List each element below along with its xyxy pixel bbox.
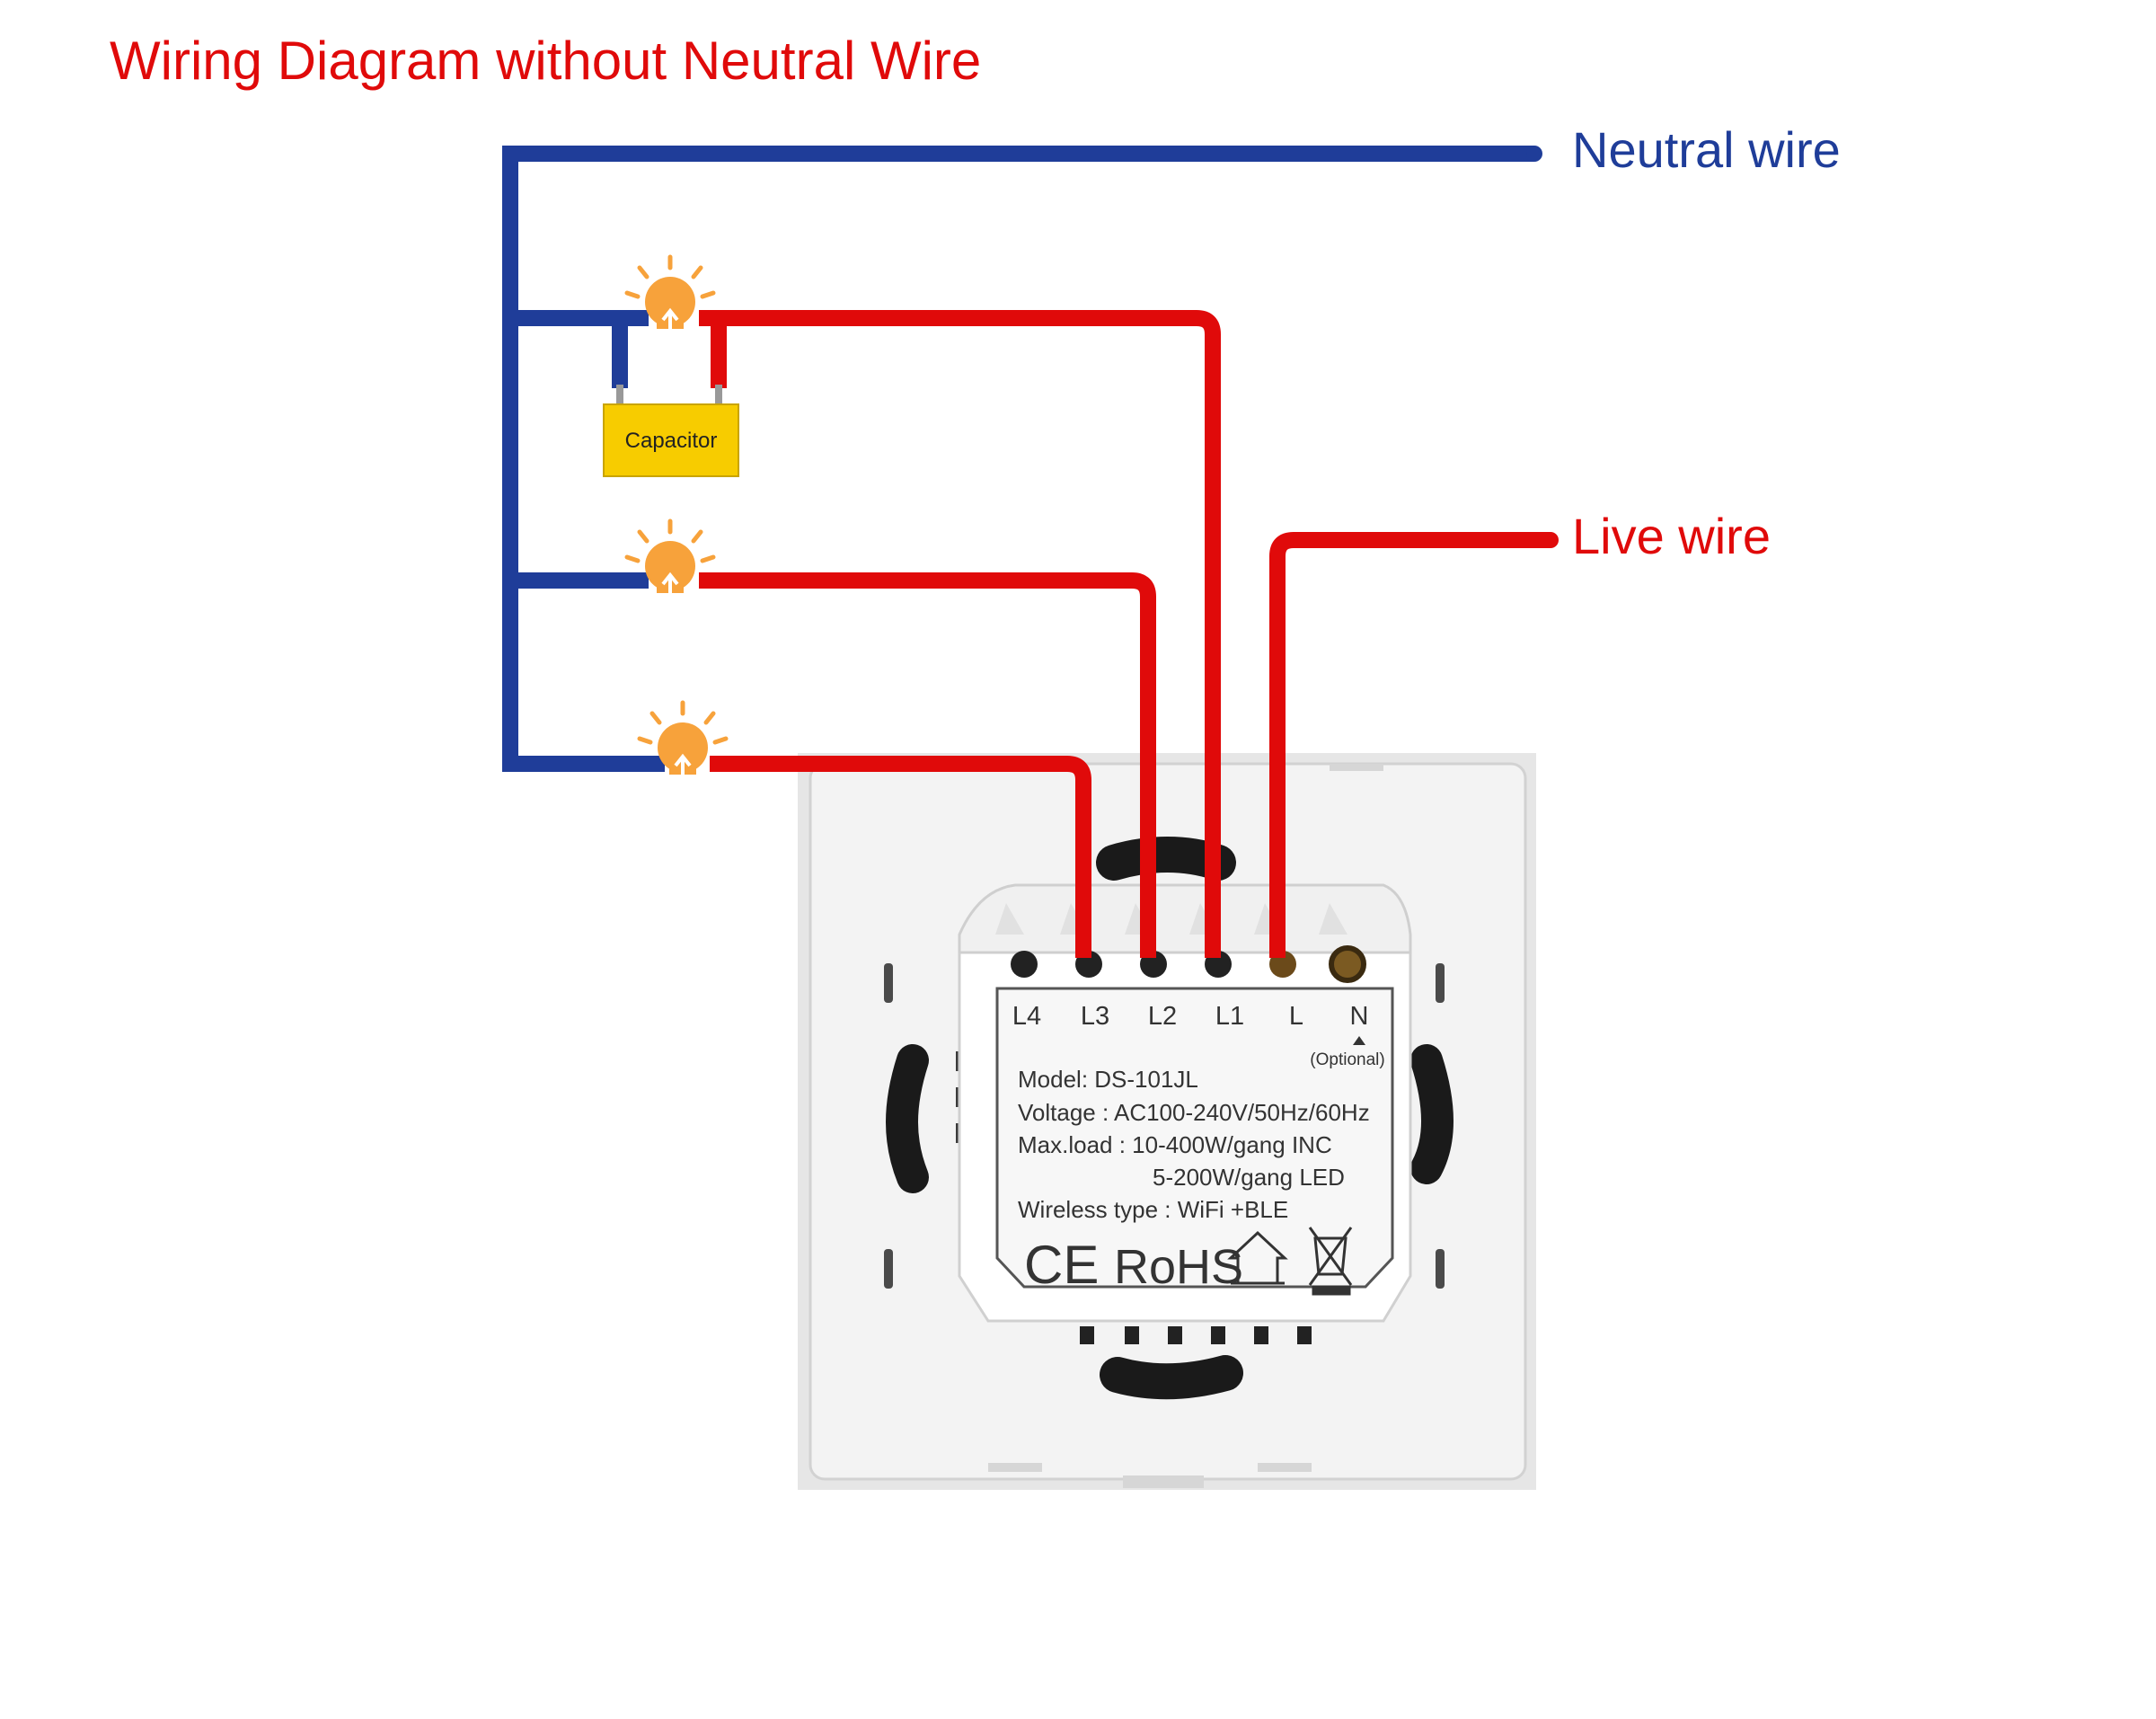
terminal-label-l: L: [1289, 1002, 1303, 1031]
terminal-hole-n: [1329, 945, 1366, 983]
load-wire-l2: [699, 572, 1156, 958]
weee-bin-icon: [1308, 1227, 1353, 1296]
live-wire: [1269, 532, 1551, 958]
neutral-wire-label: Neutral wire: [1572, 121, 1841, 178]
spec-model: Model: DS-101JL: [1018, 1066, 1198, 1093]
neutral-wire-end: [1526, 146, 1542, 162]
terminal-label-n: N: [1350, 1002, 1369, 1031]
terminal-label-l1: L1: [1215, 1002, 1244, 1031]
diagram-title: Wiring Diagram without Neutral Wire: [110, 31, 981, 91]
lamp-1: [624, 254, 716, 329]
lamp-3: [637, 700, 729, 775]
live-wire-end: [1542, 532, 1559, 548]
terminal-label-l4: L4: [1012, 1002, 1041, 1031]
switch-module: [958, 883, 1412, 1344]
optional-arrow-icon: [1353, 1036, 1365, 1045]
load-wire-l1: [699, 310, 1221, 958]
capacitor-label: Capacitor: [625, 429, 718, 453]
optional-note: (Optional): [1310, 1050, 1384, 1069]
ce-mark: CE: [1024, 1235, 1099, 1295]
bulb-icon: [624, 254, 716, 329]
load-wire-l3: [710, 756, 1091, 958]
lamp-2: [624, 518, 716, 593]
terminal-label-l3: L3: [1081, 1002, 1109, 1031]
terminal-hole-l4: [1011, 951, 1038, 978]
neutral-main-wire: [502, 146, 1534, 772]
spec-maxload: Max.load : 10-400W/gang INC: [1018, 1131, 1332, 1158]
spec-maxload-led: 5-200W/gang LED: [1153, 1164, 1345, 1191]
bulb-icon: [624, 518, 716, 593]
indoor-use-icon: [1227, 1230, 1288, 1285]
spec-wireless: Wireless type : WiFi +BLE: [1018, 1196, 1288, 1223]
terminal-label-l2: L2: [1148, 1002, 1177, 1031]
bulb-icon: [637, 700, 729, 775]
load-wires: [699, 310, 1551, 958]
neutral-wires: [502, 146, 1534, 772]
spec-voltage: Voltage : AC100-240V/50Hz/60Hz: [1018, 1099, 1370, 1126]
live-wire-label: Live wire: [1572, 508, 1771, 564]
capacitor: Capacitor: [603, 385, 739, 477]
rohs-mark: RoHS: [1114, 1240, 1243, 1294]
